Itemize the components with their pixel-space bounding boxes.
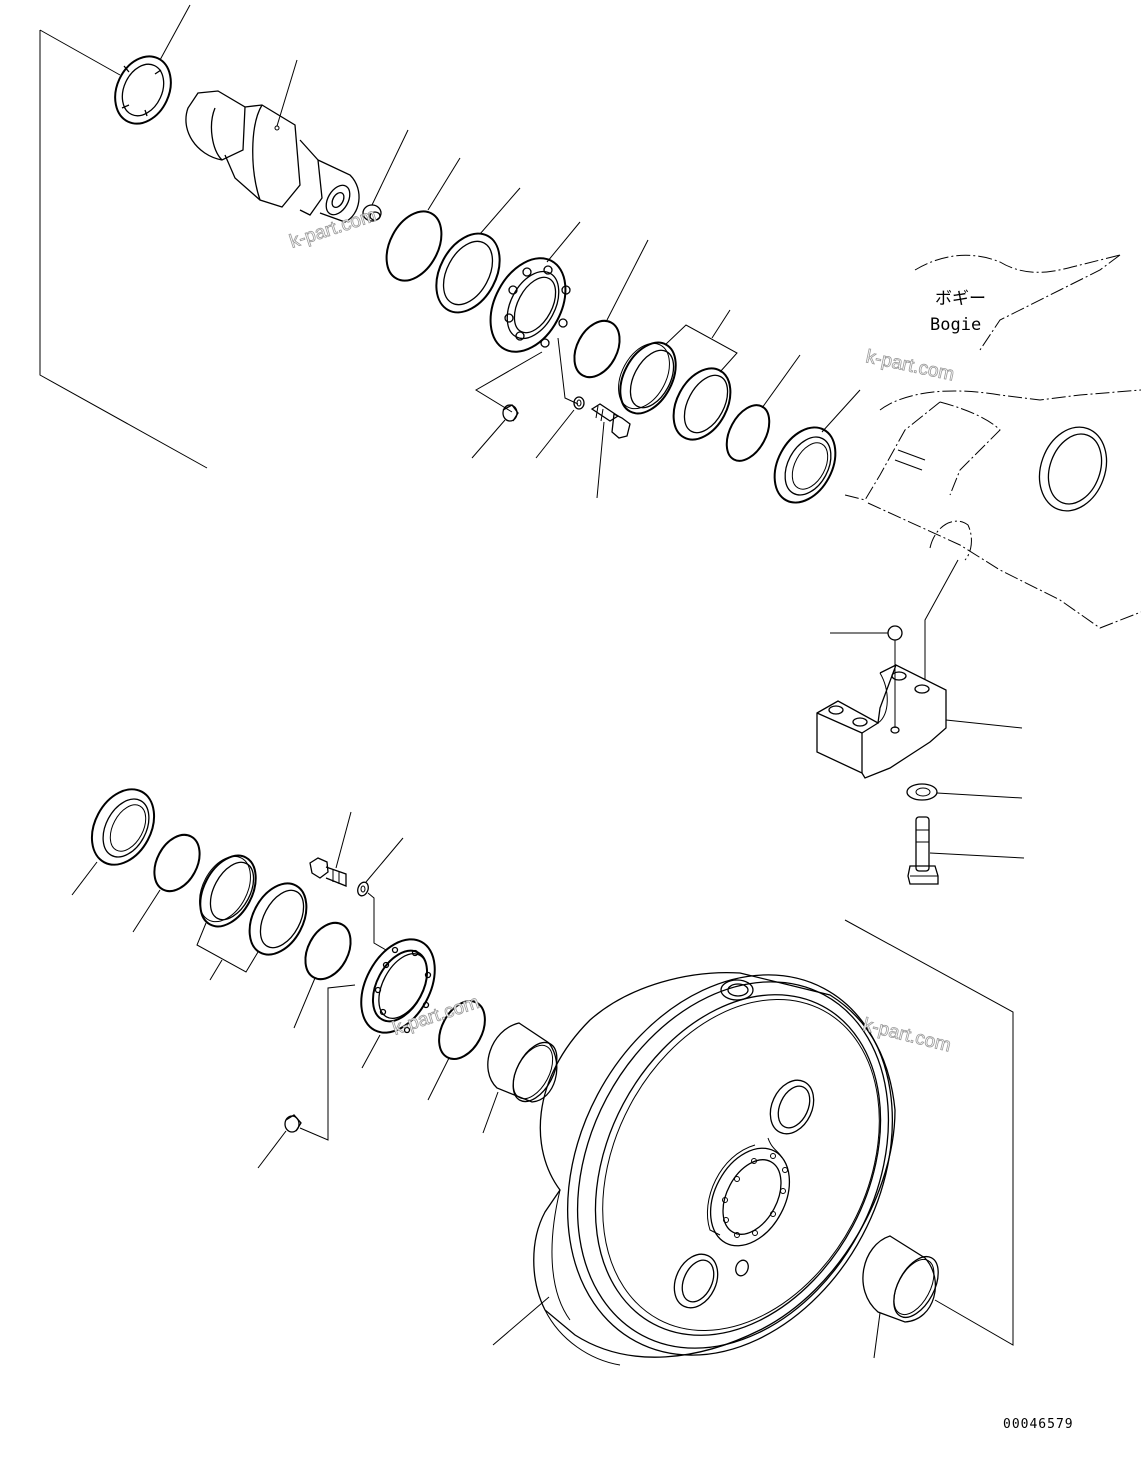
bogie: ボギー Bogie (844, 254, 1141, 680)
seal-ring-upper[interactable] (762, 389, 861, 513)
bolt-upper[interactable] (590, 403, 631, 499)
cap[interactable] (816, 664, 1023, 779)
retainer-lower[interactable] (299, 927, 450, 1141)
floating-seal-upper[interactable] (608, 309, 742, 449)
bushing-left[interactable] (482, 1022, 566, 1134)
ball[interactable] (830, 625, 903, 728)
watermark: k-part.com (864, 346, 956, 385)
o-ring-lower-3[interactable] (427, 993, 494, 1101)
seal-ring-lower[interactable] (71, 779, 167, 896)
o-ring-lower-2[interactable] (293, 915, 360, 1029)
o-ring-lower-1[interactable] (132, 827, 209, 933)
drawing-number: 00046579 (1003, 1417, 1074, 1432)
upper-frame (39, 29, 208, 469)
pin-lower[interactable] (257, 1114, 302, 1169)
bushing-right[interactable] (862, 1235, 947, 1359)
washer-cap[interactable] (906, 783, 1023, 801)
bushing-washer-upper[interactable] (424, 187, 521, 323)
washer-lower[interactable] (356, 837, 404, 951)
o-ring-upper-3[interactable] (718, 354, 801, 468)
washer-upper[interactable] (535, 396, 585, 459)
thrust-washer-upper[interactable] (105, 4, 191, 133)
bogie-label-jp: ボギー (935, 289, 986, 309)
bolt-cap[interactable] (907, 816, 1025, 885)
watermarks: k-part.com k-part.com k-part.com k-part.… (287, 205, 957, 1057)
bolt-lower[interactable] (309, 811, 352, 887)
watermark: k-part.com (390, 992, 482, 1040)
lower-frame (844, 919, 1014, 1346)
bogie-label-en: Bogie (930, 315, 981, 335)
plug-upper[interactable] (362, 129, 409, 222)
idler-wheel[interactable] (492, 918, 956, 1412)
pin-upper[interactable] (471, 404, 519, 459)
shaft[interactable] (185, 59, 360, 223)
floating-seal-lower[interactable] (189, 846, 318, 981)
o-ring-upper-1[interactable] (375, 157, 461, 290)
watermark: k-part.com (287, 205, 379, 253)
o-ring-upper-2[interactable] (565, 239, 649, 385)
